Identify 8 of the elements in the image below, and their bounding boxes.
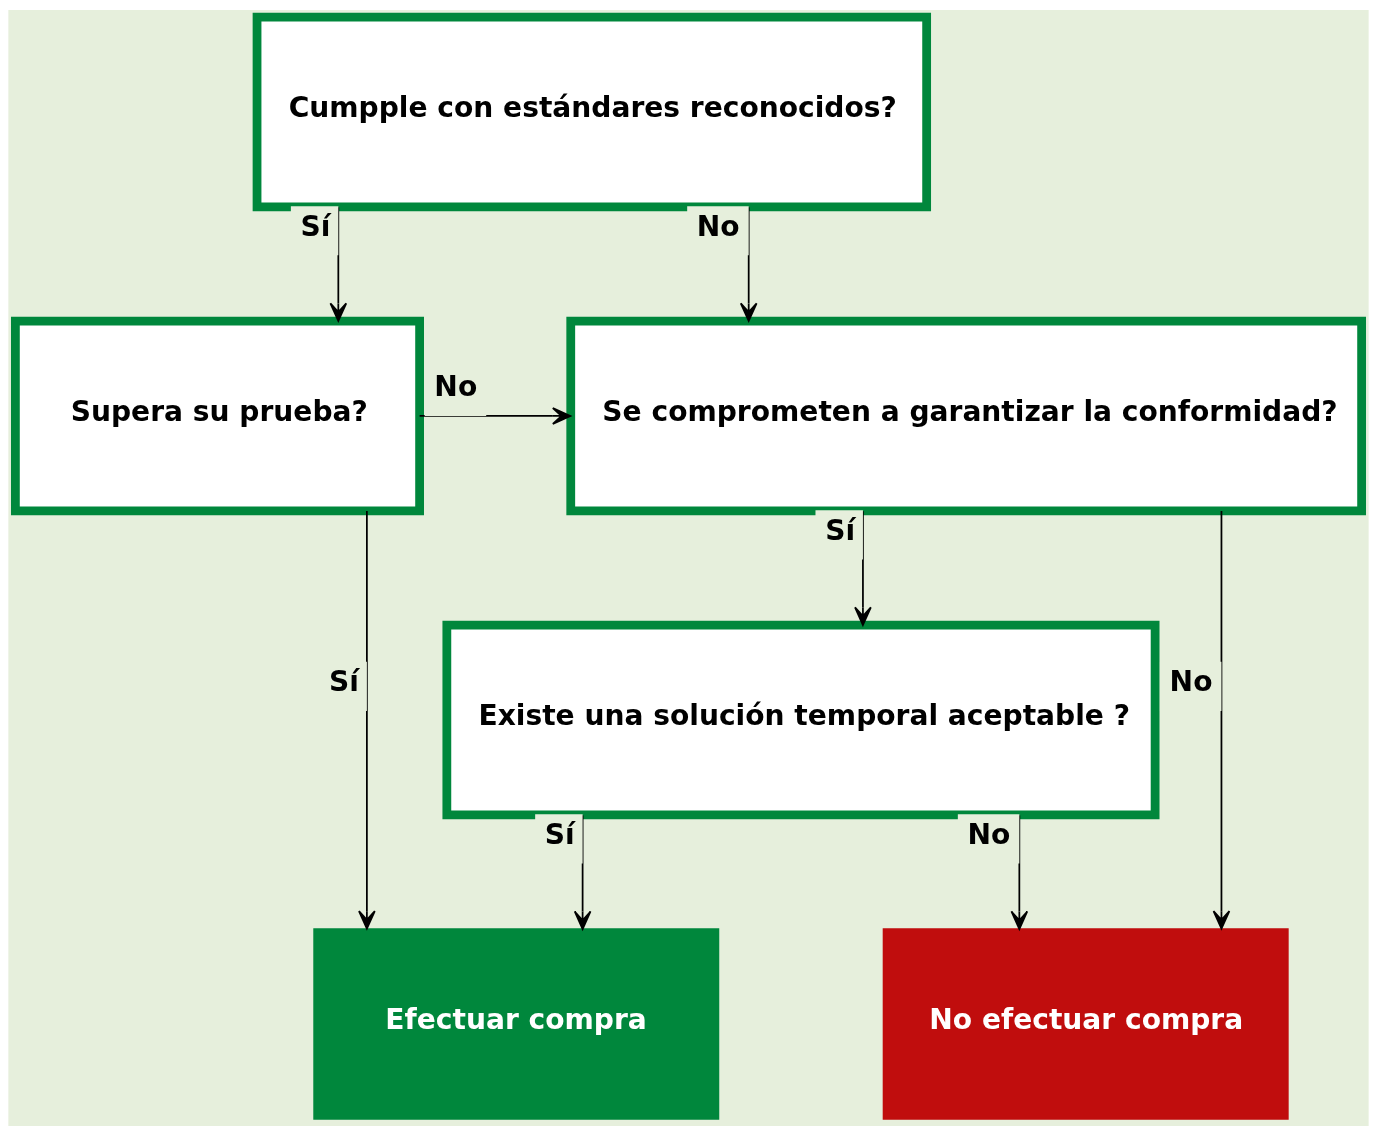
edge-label: No [1169, 665, 1213, 699]
edge-label: Sí [329, 665, 359, 699]
edge-label: No [967, 817, 1011, 851]
edge-label: Sí [544, 817, 575, 851]
edge-label: Sí [825, 513, 856, 547]
edge-label: No [434, 370, 478, 404]
edge-label: No [696, 209, 740, 243]
edge-label: Sí [300, 209, 331, 243]
